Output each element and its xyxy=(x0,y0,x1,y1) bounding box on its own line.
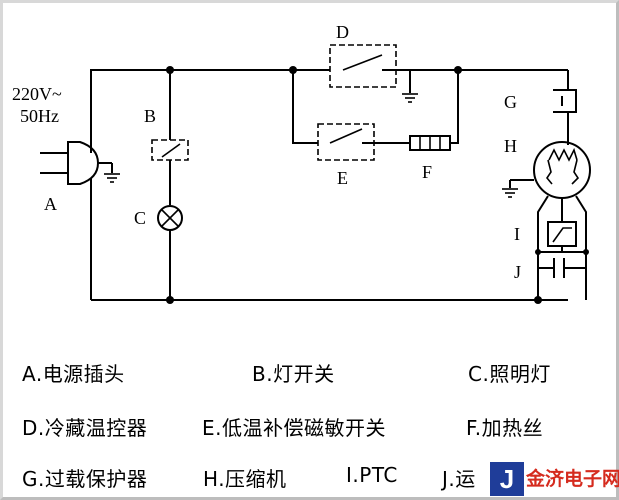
label-h: H xyxy=(504,136,517,156)
junction-dot xyxy=(166,296,174,304)
label-b: B xyxy=(144,106,156,126)
label-a: A xyxy=(44,194,57,214)
thermostat-switch xyxy=(329,44,458,103)
run-capacitor xyxy=(538,258,586,278)
junction-dot xyxy=(289,66,297,74)
power-plug xyxy=(40,141,120,185)
legend-item: D.冷藏温控器 xyxy=(22,416,148,440)
label-j: J xyxy=(514,262,521,282)
legend-item: H.压缩机 xyxy=(203,467,287,491)
label-f: F xyxy=(422,162,432,182)
top-wire xyxy=(90,69,293,148)
label-c: C xyxy=(134,208,146,228)
legend-item: B.灯开关 xyxy=(252,362,335,386)
junction-dot xyxy=(535,249,541,255)
overload-protector xyxy=(553,70,577,145)
ptc-starter xyxy=(538,221,586,253)
lamp xyxy=(157,205,183,300)
compensation-branch-wire xyxy=(292,70,318,144)
legend-item: A.电源插头 xyxy=(22,362,125,386)
watermark-logo: J xyxy=(490,462,524,496)
watermark: J 金济电子网 xyxy=(490,462,619,496)
legend-item: J.运 xyxy=(442,467,476,491)
legend-item: I.PTC xyxy=(346,463,398,487)
legend-item: F.加热丝 xyxy=(466,416,544,440)
voltage-label: 220V~ xyxy=(12,84,62,104)
lamp-switch xyxy=(151,139,189,205)
junction-dot xyxy=(454,66,462,74)
junction-dot xyxy=(166,66,174,74)
compressor xyxy=(502,141,591,300)
label-g: G xyxy=(504,92,517,112)
heater-wire xyxy=(409,70,459,151)
magnetic-switch xyxy=(317,123,410,161)
label-d: D xyxy=(336,22,349,42)
label-i: I xyxy=(514,224,520,244)
legend-item: G.过载保护器 xyxy=(22,467,148,491)
label-e: E xyxy=(337,168,348,188)
watermark-text: 金济电子网 xyxy=(526,468,619,490)
legend-item: C.照明灯 xyxy=(468,362,551,386)
frequency-label: 50Hz xyxy=(20,106,59,126)
junction-dot xyxy=(534,296,542,304)
legend-item: E.低温补偿磁敏开关 xyxy=(202,416,386,440)
junction-dot xyxy=(583,249,589,255)
